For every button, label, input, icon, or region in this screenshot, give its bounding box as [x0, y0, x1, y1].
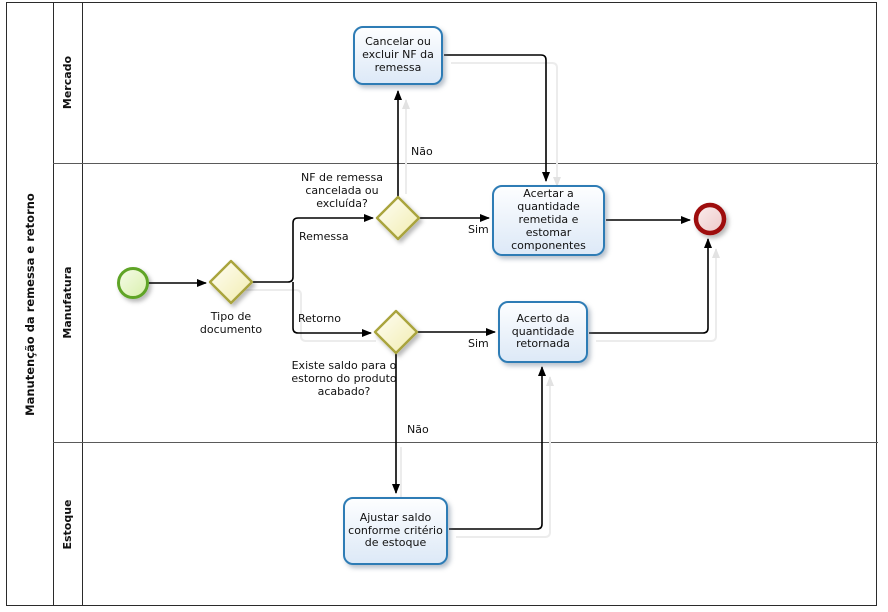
lane-label-divider [82, 2, 83, 606]
edge-label-remessa: Remessa [299, 230, 349, 243]
task-acertar-quantidade[interactable]: Acertar a quantidade remetida e estomar … [492, 185, 605, 256]
flow-ajustar-to-acerto [449, 366, 546, 530]
end-event[interactable] [693, 202, 727, 236]
edge-label-sim-retorno: Sim [468, 337, 489, 350]
gateway-existe-saldo[interactable] [373, 309, 419, 355]
task-cancelar-nf[interactable]: Cancelar ou excluir NF da remessa [353, 26, 443, 85]
gateway-tipo-documento[interactable] [208, 259, 254, 305]
task-cancelar-nf-label: Cancelar ou excluir NF da remessa [362, 35, 434, 74]
pool-title-divider [53, 2, 54, 606]
gateway-tipo-documento-label: Tipo de documento [199, 310, 263, 336]
sequence-flows [148, 54, 712, 530]
ghost-flow-acerto-end [596, 248, 720, 342]
gateway-nf-remessa-label: NF de remessa cancelada ou excluída? [300, 171, 384, 210]
flow-acerto-to-end [589, 238, 712, 334]
start-event[interactable] [117, 267, 149, 299]
ghost-flow-retorno [240, 289, 376, 342]
edge-label-retorno: Retorno [298, 312, 341, 325]
pool-border [6, 2, 877, 606]
task-ajustar-saldo[interactable]: Ajustar saldo conforme critério de estoq… [343, 497, 448, 565]
ghost-flow-ajustar-acerto [456, 376, 554, 538]
edge-label-nao-retorno: Não [407, 423, 429, 436]
task-acertar-quantidade-label: Acertar a quantidade remetida e estomar … [511, 187, 586, 252]
task-acerto-quantidade-retornada-label: Acerto da quantidade retornada [511, 311, 575, 351]
edge-label-nao-remessa: Não [411, 145, 433, 158]
lane-divider-mercado-manufatura [53, 163, 878, 164]
flow-remessa [252, 214, 374, 283]
ghost-artifacts [240, 62, 720, 538]
edge-label-sim-remessa: Sim [468, 223, 489, 236]
lane-divider-manufatura-estoque [53, 442, 878, 443]
gateway-nf-remessa-cancelada[interactable] [375, 195, 421, 241]
task-acerto-quantidade-retornada[interactable]: Acerto da quantidade retornada [498, 301, 588, 363]
ghost-flow-cancelar-acertar [451, 62, 561, 187]
task-ajustar-saldo-label: Ajustar saldo conforme critério de estoq… [348, 510, 443, 550]
flow-cancelar-to-acertar [444, 54, 550, 182]
gateway-existe-saldo-label: Existe saldo para o estorno do produto a… [291, 359, 397, 398]
flow-retorno [292, 282, 372, 337]
